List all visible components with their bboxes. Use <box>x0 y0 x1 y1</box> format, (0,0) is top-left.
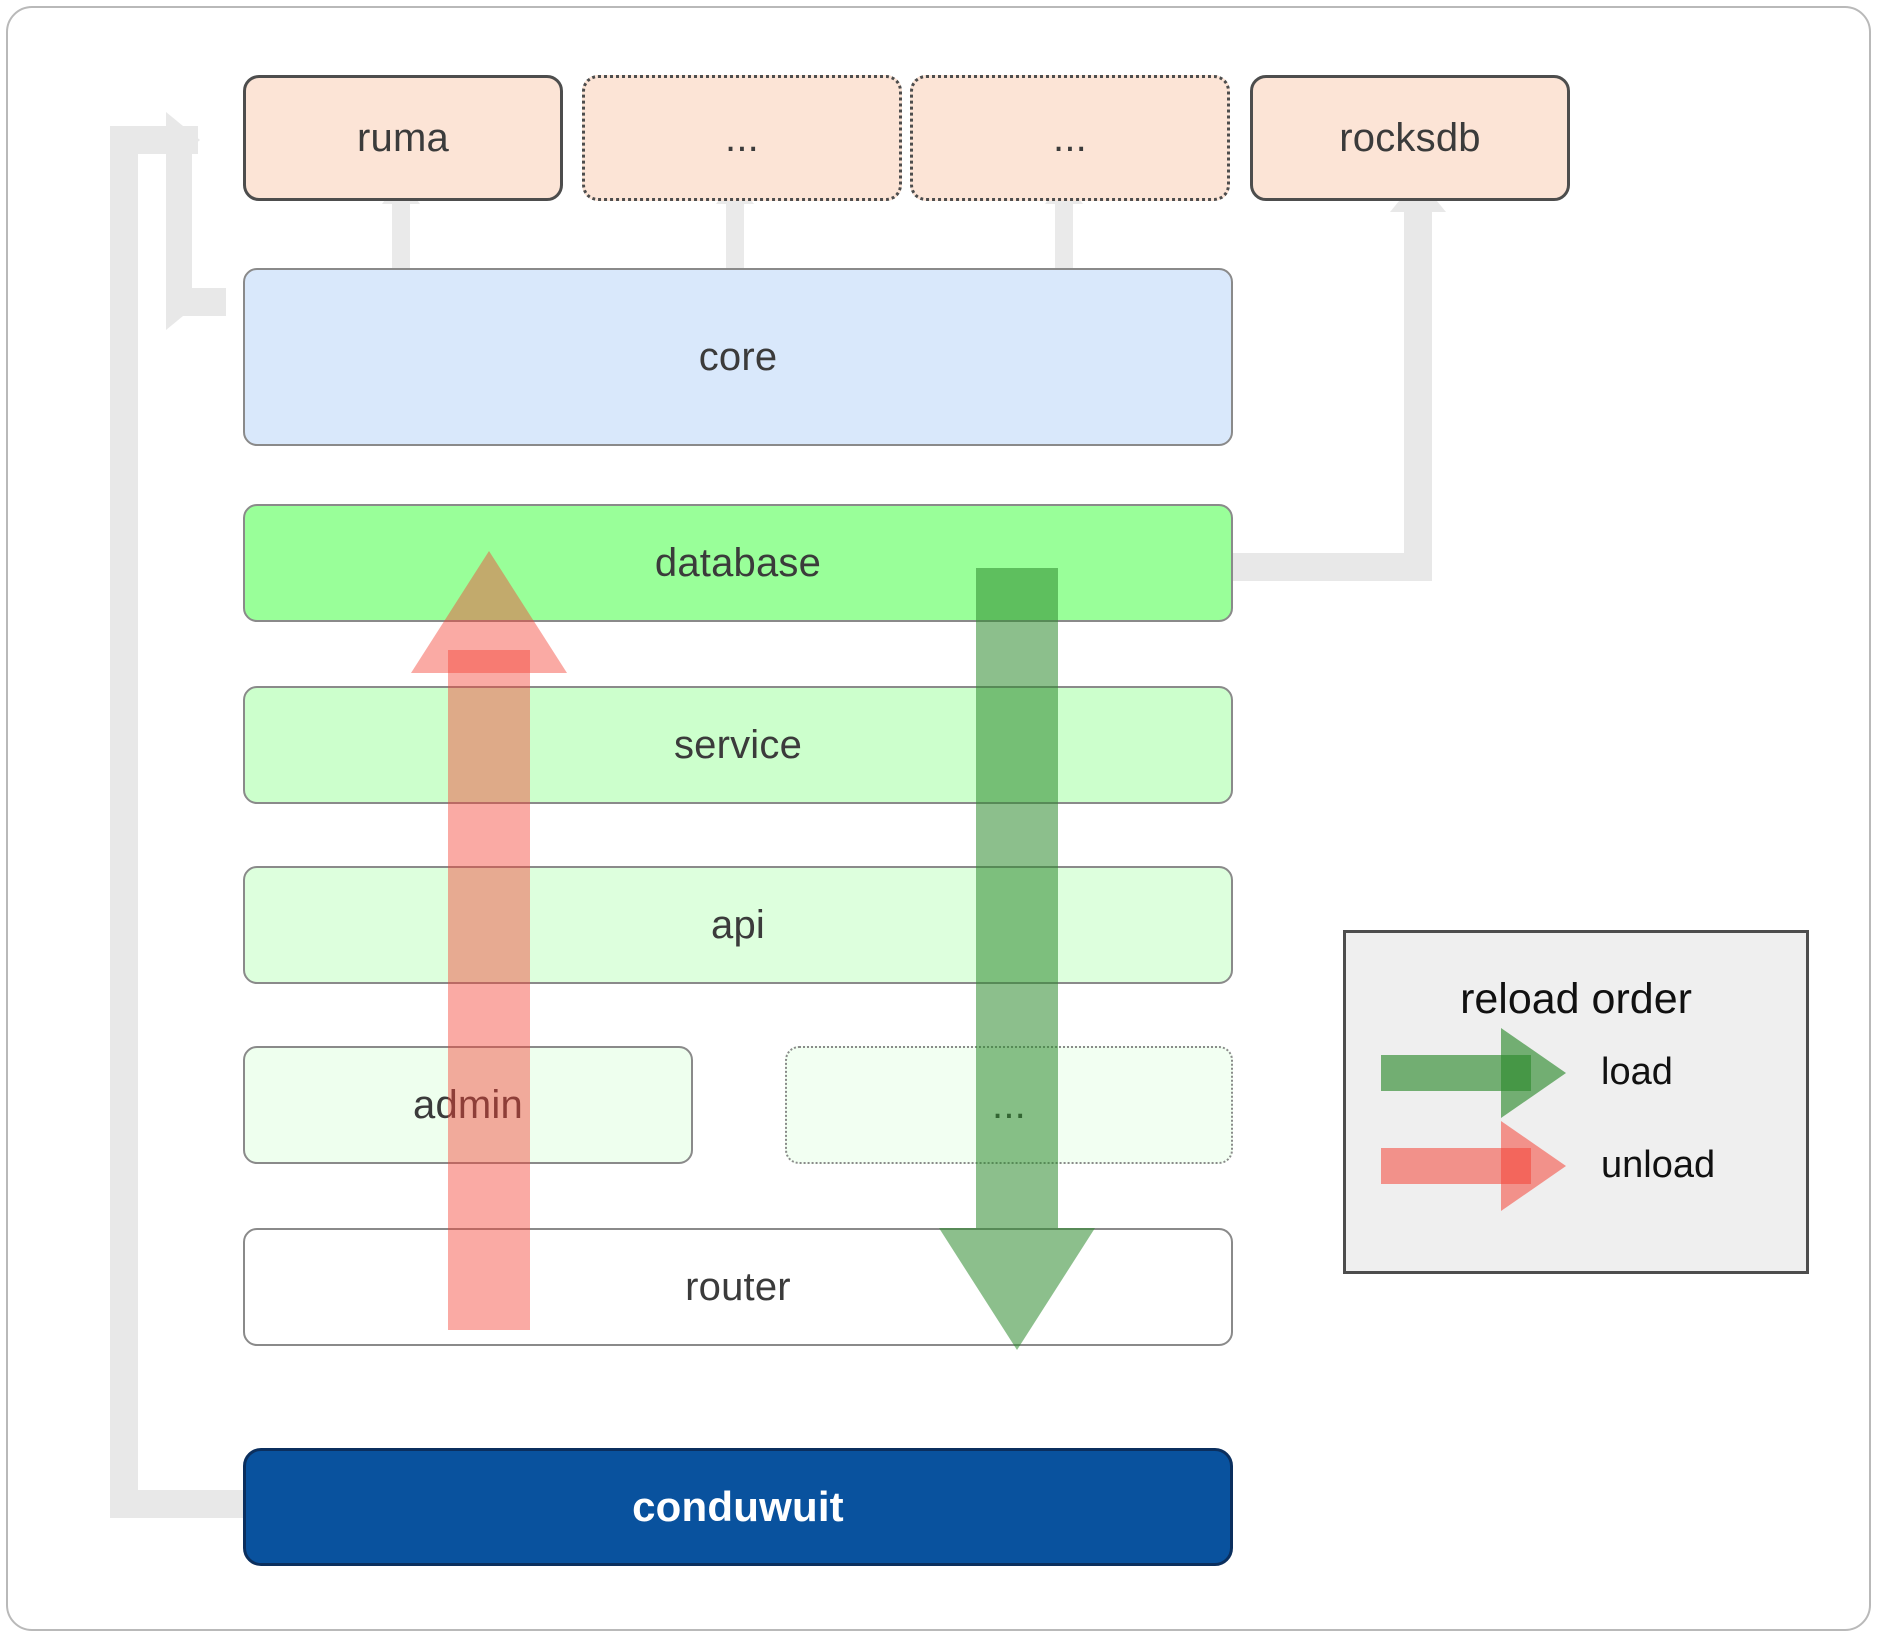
unload-arrow-shaft <box>448 650 530 1330</box>
connector-database-to-rocksdb-v <box>1404 210 1432 581</box>
core-to-dep2-stem <box>726 200 744 274</box>
legend-unload-arrow-head <box>1501 1121 1566 1211</box>
layer-label: router <box>685 1264 791 1309</box>
dependency-label: ... <box>1053 115 1087 160</box>
layer-label: service <box>673 722 803 767</box>
core-to-ruma-stem <box>392 200 410 274</box>
layer-box-service[interactable]: service <box>243 686 1233 804</box>
legend-panel: reload order load unload <box>1343 930 1809 1274</box>
layer-label: core <box>698 334 778 379</box>
load-arrow-shaft <box>976 568 1058 1228</box>
dependency-box-placeholder-1[interactable]: ... <box>582 75 902 201</box>
unload-arrow-head <box>411 551 567 673</box>
dependency-box-placeholder-2[interactable]: ... <box>910 75 1230 201</box>
core-to-dep3-stem <box>1055 200 1073 274</box>
layer-box-admin[interactable]: admin <box>243 1046 693 1164</box>
connector-trunk-vertical <box>110 126 138 1518</box>
layer-label: api <box>711 902 765 947</box>
layer-box-api[interactable]: api <box>243 866 1233 984</box>
layer-box-database[interactable]: database <box>243 504 1233 622</box>
dependency-box-rocksdb[interactable]: rocksdb <box>1250 75 1570 201</box>
dependency-box-ruma[interactable]: ruma <box>243 75 563 201</box>
layer-label: database <box>654 540 822 585</box>
load-arrow-head <box>939 1228 1095 1350</box>
connector-arrowhead-core <box>166 274 200 330</box>
dependency-label: rocksdb <box>1339 115 1481 160</box>
legend-unload-label: unload <box>1601 1144 1716 1186</box>
legend-load-label: load <box>1601 1051 1673 1093</box>
layer-label: admin <box>413 1082 523 1127</box>
legend-title: reload order <box>1460 975 1692 1023</box>
app-box-conduwuit[interactable]: conduwuit <box>243 1448 1233 1566</box>
dependency-label: ruma <box>357 115 449 160</box>
app-label: conduwuit <box>632 1483 844 1530</box>
dependency-label: ... <box>725 115 759 160</box>
diagram-frame <box>6 6 1871 1631</box>
legend-load-arrow-head <box>1501 1028 1566 1118</box>
layer-box-core[interactable]: core <box>243 268 1233 446</box>
